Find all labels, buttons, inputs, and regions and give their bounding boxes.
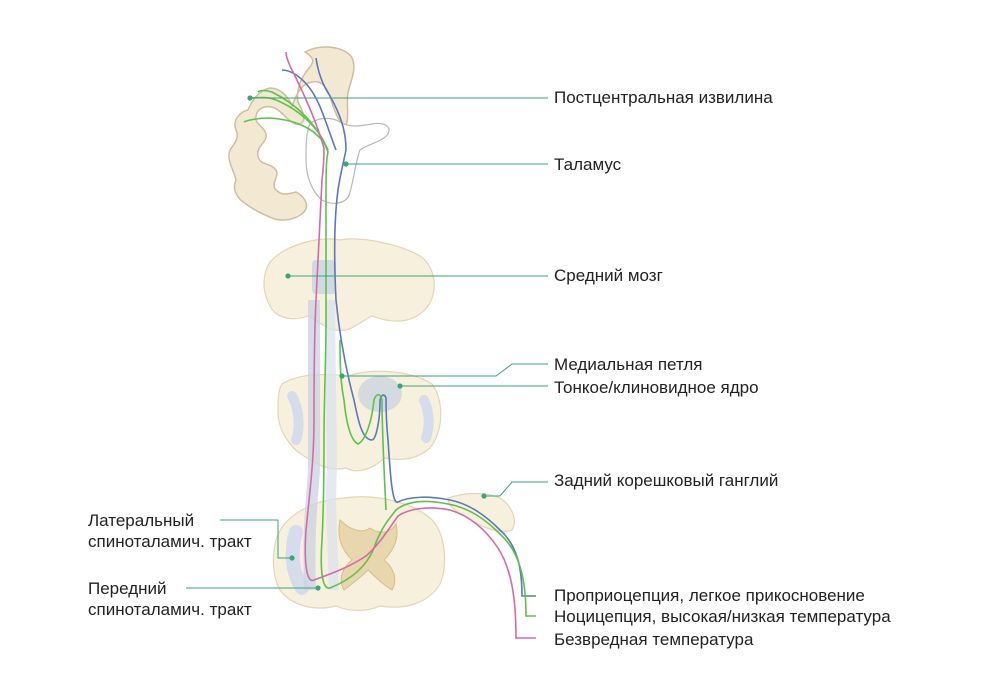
label-postcentral-gyrus: Постцентральная извилина [554,88,773,107]
label-dorsal-root-ganglion: Задний корешковый ганглий [554,471,779,490]
dot-lateral-tract [289,555,295,561]
label-proprioception: Проприоцепция, легкое прикосновение [554,586,865,605]
label-innocuous-temperature: Безвредная температура [554,630,754,649]
dot-medial-lemniscus [339,373,345,379]
leader-lateral-tract [220,519,292,559]
dot-anterior-tract [315,585,321,591]
midbrain-section [263,238,435,331]
label-midbrain: Средний мозг [554,266,663,285]
label-anterior-line2: спиноталамич. тракт [88,600,252,620]
label-lateral-line1: Латеральный [88,511,195,530]
label-anterior-spinothalamic-tract: Передний спиноталамич. тракт [88,578,252,621]
spinal-cord-section [272,496,446,612]
label-nociception: Ноцицепция, высокая/низкая температура [554,607,891,626]
label-lateral-line2: спиноталамич. тракт [88,532,252,552]
dot-thalamus [343,161,349,167]
nucleus-shape [358,376,402,412]
dot-postcentral [247,95,253,101]
pathway-green [243,89,536,617]
cortex-section [228,46,390,221]
label-medial-lemniscus: Медиальная петля [554,355,703,374]
label-anterior-line1: Передний [88,579,167,598]
leader-dots [247,95,487,591]
dot-midbrain [285,273,291,279]
medulla-lateral-band [287,391,304,445]
label-thalamus: Таламус [554,155,622,174]
leader-drg [484,481,548,497]
spinal-tract-lateral [285,525,309,595]
dot-drg [481,493,487,499]
pathway-pink [285,51,536,639]
ascending-column [303,299,339,591]
label-lateral-spinothalamic-tract: Латеральный спиноталамич. тракт [88,510,252,553]
leader-lines [186,97,548,589]
pathway-blue [281,57,536,597]
midbrain-shape [263,238,435,331]
medulla-lateral-band-right [419,395,434,443]
leader-medial-lemniscus [342,363,548,377]
label-gracile-cuneate-nucleus: Тонкое/клиновидное ядро [554,378,759,397]
midbrain-tract [312,260,336,294]
dot-gracile-cuneate [397,383,403,389]
